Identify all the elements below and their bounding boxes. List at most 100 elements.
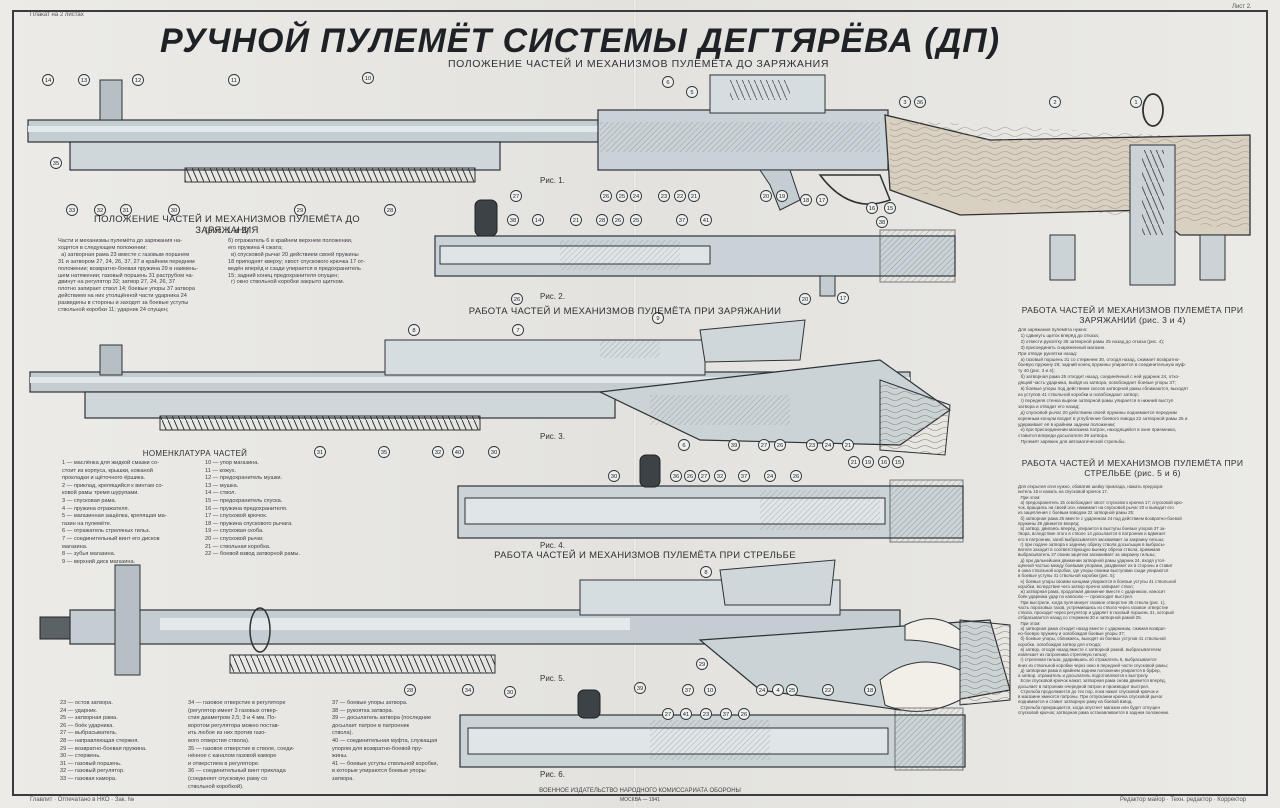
callout-fig1: 18	[800, 194, 812, 206]
callout-fig3: 40	[452, 446, 464, 458]
callout-number: 23	[809, 443, 815, 449]
callout-circle	[848, 456, 860, 468]
callout-circle	[452, 446, 464, 458]
nomenclature-heading: НОМЕНКЛАТУРА ЧАСТЕЙ	[142, 449, 248, 458]
callout-circle	[432, 446, 444, 458]
callout-circle	[837, 292, 849, 304]
callout-fig2: 26	[511, 293, 523, 305]
callout-fig1: 28	[384, 204, 396, 216]
callout-circle	[682, 684, 694, 696]
callout-fig2: 28	[596, 214, 608, 226]
callout-circle	[698, 470, 710, 482]
legend-line: 26 — боёк ударника.	[60, 722, 114, 729]
callout-number: 29	[297, 208, 303, 214]
callout-fig1: 16	[866, 202, 878, 214]
callout-number: 28	[599, 218, 605, 224]
callout-circle	[384, 204, 396, 216]
callout-fig1: 23	[658, 190, 670, 202]
nomenclature-col2: 10 — упор магазина.11 — кожух.12 — предо…	[205, 460, 345, 559]
callout-number: 34	[465, 688, 472, 694]
legend-line: 37 — боевые упоры затвора.	[332, 700, 408, 706]
callout-circle	[786, 684, 798, 696]
callout-number: 31	[317, 450, 323, 456]
callout-fig3: 7	[512, 324, 524, 336]
legend-line: жины.	[332, 753, 348, 760]
callout-circle	[864, 684, 876, 696]
fig3-drawing	[29, 319, 952, 456]
callout-number: 25	[619, 194, 625, 200]
callout-circle	[504, 686, 516, 698]
callout-number: 26	[741, 712, 747, 718]
callout-fig1: 3	[899, 96, 911, 108]
callout-fig4: 27	[698, 470, 710, 482]
callout-number: 15	[895, 460, 901, 466]
callout-number: 30	[491, 450, 497, 456]
callout-circle	[662, 708, 674, 720]
callout-fig1: 22	[674, 190, 686, 202]
callout-number: 26	[793, 474, 799, 480]
legend-line: 3 — спусковая рама.	[62, 497, 117, 504]
callout-fig1: 15	[884, 202, 896, 214]
callout-number: 32	[717, 474, 723, 480]
callout-circle	[66, 204, 78, 216]
poster-part-note: Плакат на 2 листах	[30, 12, 84, 18]
callout-fig2: 38	[507, 214, 519, 226]
callout-fig6: 37	[720, 708, 732, 720]
callout-fig2: 14	[532, 214, 544, 226]
callout-fig4: 26	[684, 470, 696, 482]
callout-circle	[507, 214, 519, 226]
legend-line: 35 — газовое отверстие в стволе, соеди-	[188, 745, 295, 752]
callout-fig1: 14	[42, 74, 54, 86]
legend-line: 6 — отражатель стреляных гильз.	[62, 528, 151, 535]
callout-number: 2	[1053, 100, 1056, 106]
callout-fig4: 30	[608, 470, 620, 482]
legend-line: газин на пулемёте.	[62, 520, 112, 527]
callout-number: 31	[123, 208, 129, 214]
callout-fig1: 1	[1130, 96, 1142, 108]
callout-fig1: 11	[228, 74, 240, 86]
legend-line: 4 — пружина отражателя.	[62, 505, 130, 512]
callout-number: 23	[703, 712, 709, 718]
legend-line: магазина.	[62, 543, 88, 550]
callout-circle	[760, 190, 772, 202]
callout-circle	[616, 190, 628, 202]
fig6-drawing	[459, 689, 966, 771]
legend-line: 5 — магазинная защёлка, крепящая ма-	[62, 513, 167, 520]
callout-number: 23	[661, 194, 667, 200]
callout-circle	[822, 684, 834, 696]
legend-line: 16 — пружина предохранителя.	[205, 505, 288, 512]
callout-circle	[772, 684, 784, 696]
bottom-legend-col2: 34 — газовое отверстие в регуляторе (рег…	[188, 700, 338, 791]
legend-line: 24 — ударник.	[60, 707, 98, 714]
callout-number: 33	[69, 208, 75, 214]
footer-print-left: Главлит · Отпечатано в НКО · Зак. №	[30, 797, 135, 803]
callout-circle	[776, 190, 788, 202]
callout-fig2: 20	[799, 293, 811, 305]
callout-fig3: 6	[678, 439, 690, 451]
callout-fig4: 26	[790, 470, 802, 482]
callout-circle	[674, 190, 686, 202]
legend-line: прокладки и щёточного ёршика.	[62, 475, 146, 482]
callout-number: 30	[507, 690, 513, 696]
legend-line: 32 — газовый регулятор.	[60, 768, 125, 775]
callout-circle	[684, 470, 696, 482]
callout-circle	[1130, 96, 1142, 108]
callout-fig5: 28	[404, 684, 416, 696]
callout-fig4: 24	[764, 470, 776, 482]
footer-publisher: ВОЕННОЕ ИЗДАТЕЛЬСТВО НАРОДНОГО КОМИССАРИ…	[539, 788, 741, 794]
callout-fig1: 36	[914, 96, 926, 108]
callout-fig5: 24	[756, 684, 768, 696]
callout-fig1: 31	[120, 204, 132, 216]
callout-circle	[511, 293, 523, 305]
callout-circle	[842, 439, 854, 451]
legend-line: вого отверстия ствола).	[188, 737, 250, 744]
callout-fig4: 37	[738, 470, 750, 482]
footer-print-right: Редактор майор · Техн. редактор · Коррек…	[1120, 797, 1247, 803]
legend-line: 38 — рукоятка затвора.	[332, 707, 394, 714]
callout-number: 27	[761, 443, 767, 449]
callout-fig3: 23	[806, 439, 818, 451]
callout-number: 24	[767, 474, 774, 480]
callout-number: 37	[685, 688, 691, 694]
callout-number: 18	[867, 688, 873, 694]
callout-number: 10	[707, 688, 713, 694]
